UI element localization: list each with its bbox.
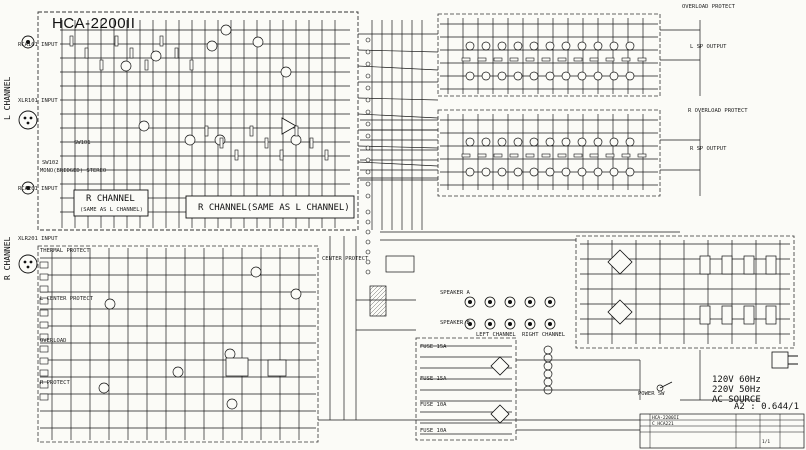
- r-channel-small-sub: (SAME AS L CHANNEL): [80, 207, 143, 213]
- fuse-2-label: FUSE 15A: [420, 376, 447, 382]
- fuse-4-label: FUSE 10A: [420, 428, 447, 434]
- l-channel-boundary: [37, 11, 359, 231]
- title-block-sheet: 1/1: [762, 439, 770, 445]
- overload-label: OVERLOAD: [40, 338, 67, 344]
- r-channel-small-title: R CHANNEL: [86, 194, 135, 204]
- rca201-label: RCA201 INPUT: [18, 186, 58, 192]
- l-center-protect-label: L CENTER PROTECT: [40, 296, 94, 302]
- l-output-stage-boundary: [437, 13, 661, 97]
- scale-ratio: A2 : 0.644/1: [734, 402, 799, 412]
- r-output-stage-boundary: [437, 109, 661, 197]
- r-overload-label: R OVERLOAD PROTECT: [688, 108, 748, 114]
- sw101-label: SW101: [74, 140, 91, 146]
- speaker-b-label: SPEAKER B: [440, 320, 470, 326]
- filter-capacitor-boundary: [415, 337, 517, 441]
- power-supply-boundary: [575, 235, 795, 349]
- right-channel-label: RIGHT CHANNEL: [522, 332, 566, 338]
- title-block-code: C_HCA221: [652, 421, 674, 427]
- thermal-protect-label: THERMAL PROTECT: [40, 248, 90, 254]
- overload-protect-label: OVERLOAD PROTECT: [682, 4, 736, 10]
- r-channel-small-box: [73, 189, 149, 217]
- xlr201-label: XLR201 INPUT: [18, 236, 58, 242]
- left-channel-label: LEFT CHANNEL: [476, 332, 516, 338]
- r-channel-big-box: [185, 195, 355, 219]
- r-protect-label: R PROTECT: [40, 380, 70, 386]
- schematic-title: HCA-2200II: [52, 15, 135, 32]
- center-protect-label: CENTER PROTECT: [322, 256, 369, 262]
- power-switch-label: POWER SW: [638, 391, 665, 397]
- component-symbols: [18, 24, 798, 424]
- speaker-a-label: SPEAKER A: [440, 290, 470, 296]
- protect-circuit-boundary: [37, 245, 319, 443]
- l-channel-label: L CHANNEL: [3, 76, 12, 120]
- r-sp-output-label: R SP OUTPUT: [690, 146, 727, 152]
- r-channel-big-title: R CHANNEL(SAME AS L CHANNEL): [198, 203, 350, 213]
- fuse-1-label: FUSE 15A: [420, 344, 447, 350]
- l-sp-output-label: L SP OUTPUT: [690, 44, 727, 50]
- xlr101-label: XLR101 INPUT: [18, 98, 58, 104]
- title-block-model: HCA-2200II: [652, 415, 679, 421]
- sw102-label: SW102: [42, 160, 59, 166]
- rca101-label: RCA101 INPUT: [18, 42, 58, 48]
- ac-source-label: AC SOURCE: [712, 395, 761, 405]
- ac-voltage-1: 120V 60Hz: [712, 375, 761, 385]
- fuse-3-label: FUSE 10A: [420, 402, 447, 408]
- title-block: [639, 413, 805, 449]
- ac-voltage-2: 220V 50Hz: [712, 385, 761, 395]
- wire-net: [40, 18, 790, 440]
- mono-stereo-label: MONO(BRIDGED) STEREO: [40, 168, 106, 174]
- r-channel-label: R CHANNEL: [3, 236, 12, 280]
